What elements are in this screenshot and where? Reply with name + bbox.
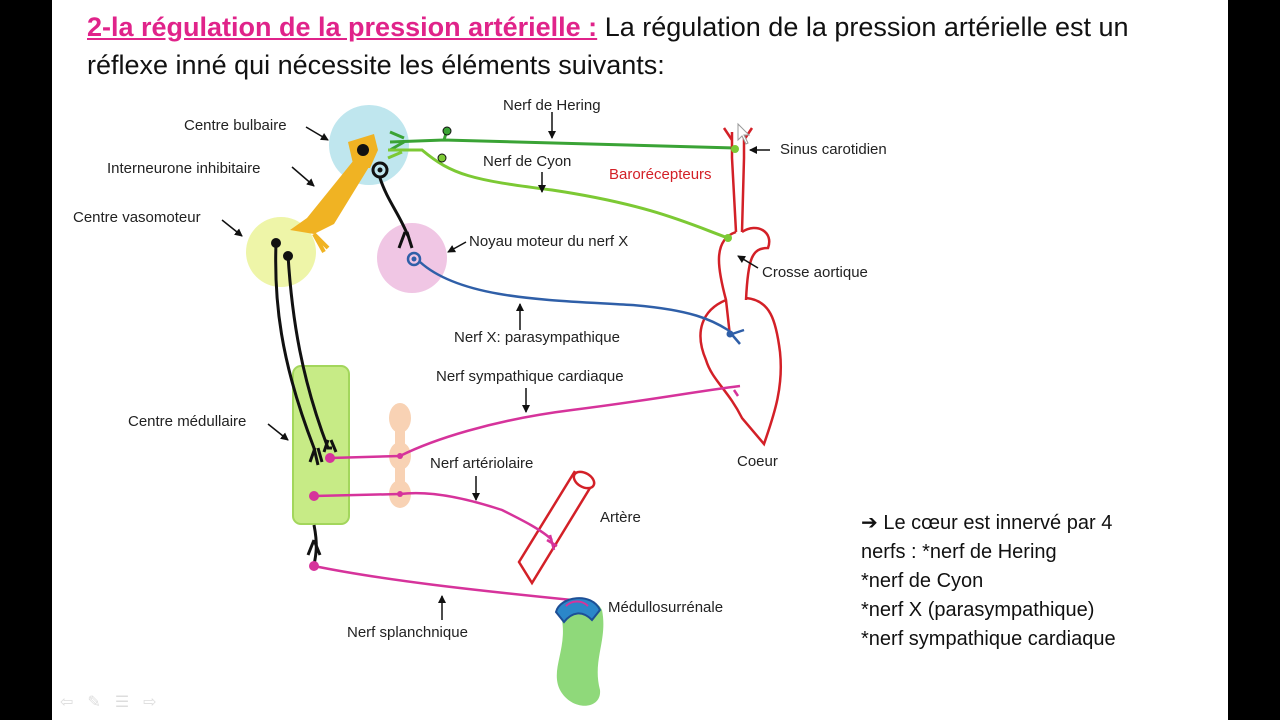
hering-ganglion bbox=[442, 126, 452, 136]
vasomotor-neurons bbox=[274, 242, 338, 566]
note-line-4: *nerf X (parasympathique) bbox=[861, 599, 1095, 621]
label-noyau-moteur: Noyau moteur du nerf X bbox=[469, 233, 628, 250]
next-slide-icon[interactable]: ⇨ bbox=[143, 694, 157, 711]
sinus-baroreceptor bbox=[731, 145, 739, 153]
centre-vasomoteur-zone bbox=[246, 217, 316, 287]
label-nerf-x: Nerf X: parasympathique bbox=[454, 329, 620, 346]
label-nerf-sympathique: Nerf sympathique cardiaque bbox=[436, 368, 624, 385]
label-crosse-aortique: Crosse aortique bbox=[762, 264, 868, 281]
note-line-5: *nerf sympathique cardiaque bbox=[861, 628, 1116, 650]
label-interneurone: Interneurone inhibitaire bbox=[107, 160, 260, 177]
artere-tube bbox=[517, 470, 596, 586]
bulbar-to-vagal-neuron bbox=[371, 161, 414, 249]
aortic-baroreceptor bbox=[724, 234, 732, 242]
pen-icon[interactable]: ✎ bbox=[87, 694, 101, 711]
menu-icon[interactable]: ☰ bbox=[114, 694, 130, 711]
note-line-3: *nerf de Cyon bbox=[861, 570, 984, 592]
vascular-structures bbox=[699, 127, 782, 447]
label-coeur: Coeur bbox=[737, 453, 778, 470]
note-line-2: nerfs : *nerf de Hering bbox=[861, 541, 1057, 563]
label-nerf-splanchnique: Nerf splanchnique bbox=[347, 624, 468, 641]
note-line-1: Le cœur est innervé par 4 bbox=[883, 512, 1113, 534]
label-medullosurrenale: Médullosurrénale bbox=[608, 599, 723, 616]
cyon-ganglion bbox=[437, 153, 447, 163]
nerf-hering-path bbox=[389, 129, 736, 152]
label-centre-vasomoteur: Centre vasomoteur bbox=[73, 209, 201, 226]
innervation-note: ➔ Le cœur est innervé par 4 nerfs : *ner… bbox=[861, 509, 1191, 654]
label-artere: Artère bbox=[600, 509, 641, 526]
label-centre-bulbaire: Centre bulbaire bbox=[184, 117, 287, 134]
label-nerf-hering: Nerf de Hering bbox=[503, 97, 601, 114]
label-sinus-carotidien: Sinus carotidien bbox=[780, 141, 887, 158]
mouse-cursor-icon bbox=[737, 122, 751, 145]
slide: 2-la régulation de la pression artériell… bbox=[52, 0, 1228, 720]
label-centre-medullaire: Centre médullaire bbox=[128, 413, 246, 430]
centre-medullaire-block bbox=[292, 365, 350, 525]
section-heading: 2-la régulation de la pression artériell… bbox=[87, 12, 598, 42]
label-arrows bbox=[221, 112, 770, 620]
sympathetic-nerves bbox=[313, 384, 741, 602]
slide-title: 2-la régulation de la pression artériell… bbox=[87, 8, 1217, 84]
inhibitory-interneuron bbox=[290, 134, 378, 253]
medullosurrenale-organ bbox=[554, 597, 604, 706]
label-nerf-arteriolaire: Nerf artériolaire bbox=[430, 455, 533, 472]
slideshow-controls: ⇦ ✎ ☰ ⇨ bbox=[60, 692, 157, 712]
regulation-diagram: Nerf de Hering Centre bulbaire Sinus car… bbox=[73, 97, 887, 706]
intro-text: La régulation de la pression artérielle … bbox=[87, 12, 1129, 80]
label-nerf-cyon: Nerf de Cyon bbox=[483, 153, 571, 170]
arrow-right-icon: ➔ bbox=[861, 512, 878, 534]
label-barorecepteurs: Barorécepteurs bbox=[609, 166, 712, 183]
prev-slide-icon[interactable]: ⇦ bbox=[60, 694, 74, 711]
sympathetic-synapses bbox=[309, 453, 403, 571]
